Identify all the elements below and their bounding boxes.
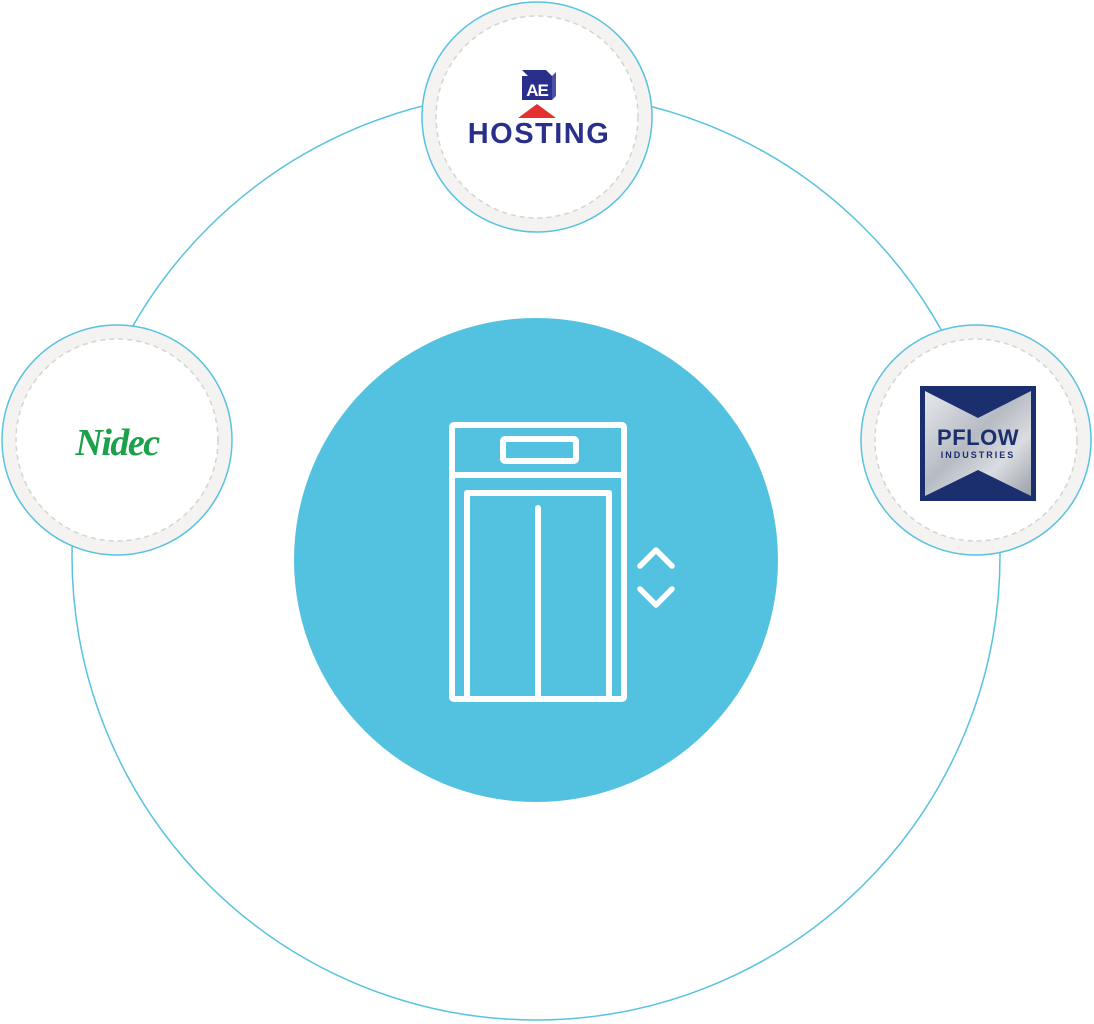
pflow-subtext: INDUSTRIES: [941, 450, 1016, 460]
pflow-top-chevron-icon: [925, 391, 1031, 418]
nidec-logo: Nidec: [74, 422, 160, 464]
partner-node-right: PFLOW INDUSTRIES: [860, 324, 1092, 556]
partner-node-top: AE HOSTING: [421, 1, 653, 233]
ae-cube-icon: [522, 70, 556, 100]
ae-roof-icon: [518, 104, 556, 118]
pflow-logo: PFLOW INDUSTRIES: [920, 386, 1036, 501]
partner-node-left: Nidec: [1, 324, 233, 556]
hosting-wordmark: HOSTING: [468, 118, 611, 150]
ae-hosting-logo: AE HOSTING: [468, 70, 611, 150]
pflow-wordmark: PFLOW: [937, 425, 1019, 450]
up-down-chevron-icon: [637, 547, 675, 608]
pflow-bottom-chevron-icon: [925, 470, 1031, 496]
ae-monogram: AE: [526, 81, 548, 100]
elevator-icon: [449, 422, 627, 702]
